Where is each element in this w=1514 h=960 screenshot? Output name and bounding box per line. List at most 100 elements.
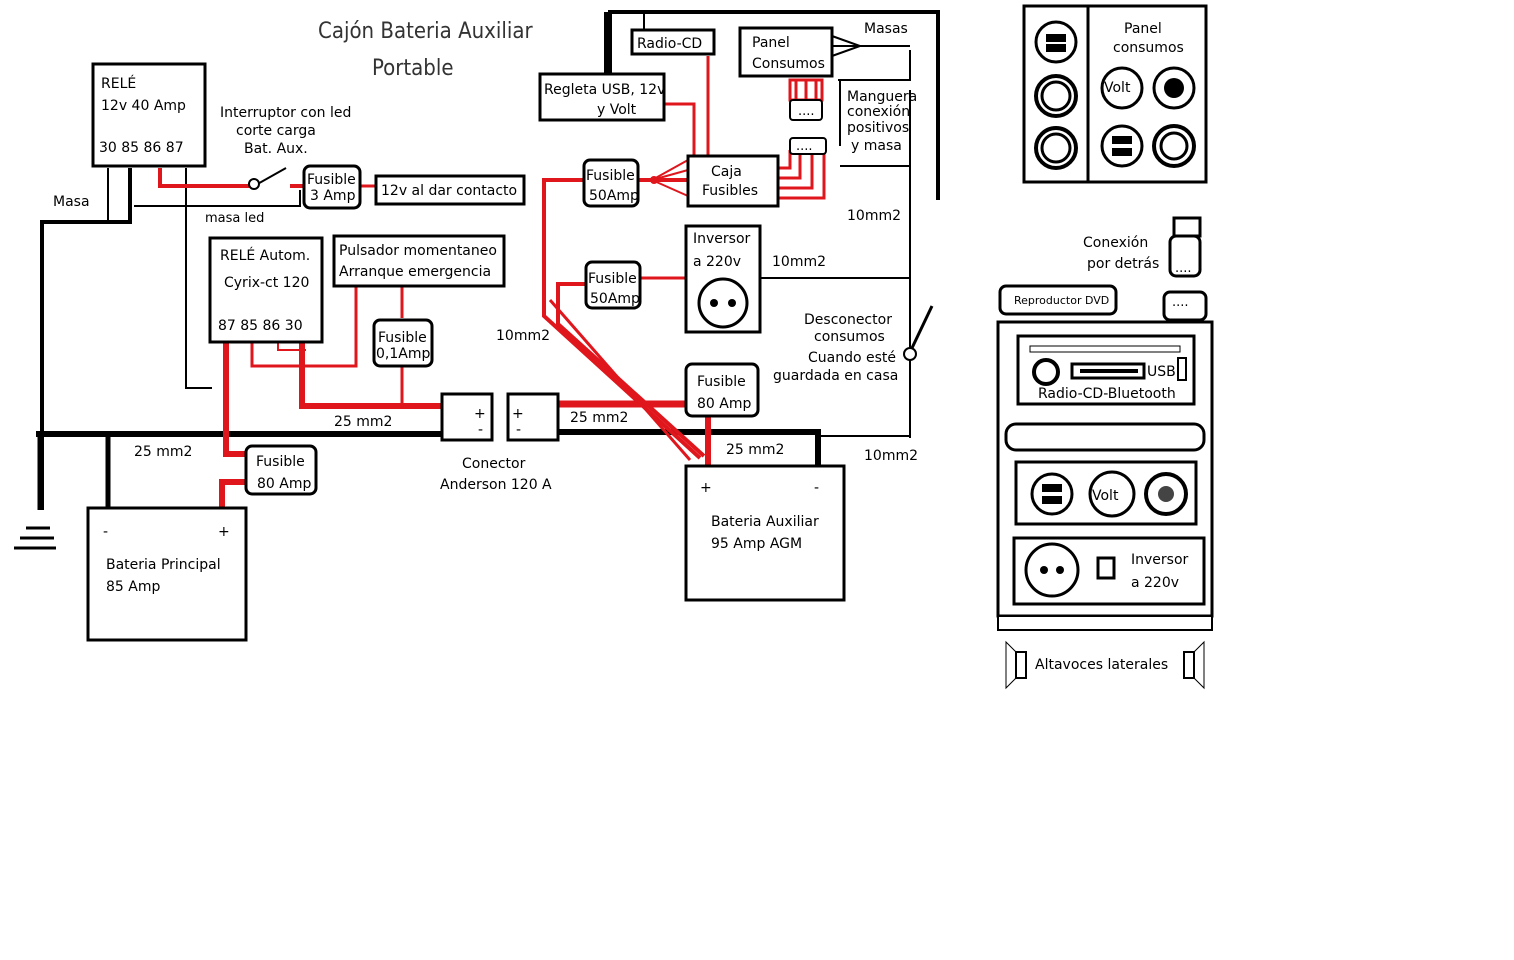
fusible-3a: Fusible 3 Amp	[302, 164, 362, 210]
wire-25mm2-label: 25 mm2	[334, 414, 392, 430]
cajon-frontal: USB Radio-CD-Bluetooth Volt Inversor a 2…	[996, 320, 1214, 631]
svg-text:Radio-CD: Radio-CD	[637, 36, 702, 52]
svg-text:Bateria Auxiliar: Bateria Auxiliar	[711, 514, 819, 530]
svg-text:....: ....	[798, 104, 815, 119]
diagram-title: Cajón Bateria Auxiliar	[318, 19, 533, 44]
manguera-label: Manguera conexión positivos y masa	[847, 89, 917, 154]
interruptor-led: Interruptor con led corte carga Bat. Aux…	[220, 105, 351, 190]
svg-text:corte carga: corte carga	[236, 123, 316, 139]
contacto-12v: 12v al dar contacto	[374, 174, 526, 206]
svg-text:-: -	[103, 524, 108, 540]
panel-consumos-box: Panel Consumos	[738, 26, 834, 78]
altavoces-laterales: Altavoces laterales	[1005, 640, 1205, 690]
svg-text:80 Amp: 80 Amp	[257, 476, 311, 492]
wire-10mm2-label: 10mm2	[496, 328, 550, 344]
svg-text:Fusibles: Fusibles	[702, 183, 758, 199]
fusible-80a-auxiliar: Fusible 80 Amp	[684, 362, 760, 418]
svg-text:0,1Amp: 0,1Amp	[376, 346, 430, 362]
svg-text:RELÉ Autom.: RELÉ Autom.	[220, 247, 310, 264]
wire-10mm2-label: 10mm2	[847, 208, 901, 224]
conector-trasero: .... Conexión por detrás ....	[1083, 216, 1208, 322]
fusible-50a-inversor: Fusible 50Amp	[584, 260, 642, 310]
pulsador-emergencia: Pulsador momentaneo Arranque emergencia	[332, 234, 506, 288]
svg-text:RELÉ: RELÉ	[101, 75, 136, 92]
desconector-consumos: Desconector consumos Cuando esté guardad…	[773, 312, 917, 384]
svg-text:Pulsador momentaneo: Pulsador momentaneo	[339, 243, 497, 259]
manguera-connector: .... ....	[789, 99, 827, 155]
svg-text:+: +	[218, 524, 230, 540]
svg-text:Anderson 120 A: Anderson 120 A	[440, 477, 552, 493]
svg-text:Arranque emergencia: Arranque emergencia	[339, 264, 491, 280]
regleta-usb: Regleta USB, 12v y Volt	[538, 72, 666, 122]
masas-label: Masas	[864, 21, 908, 37]
wire-25mm2-label: 25 mm2	[726, 442, 784, 458]
svg-text:consumos: consumos	[1113, 40, 1184, 56]
svg-text:Panel: Panel	[752, 35, 790, 51]
svg-text:Altavoces laterales: Altavoces laterales	[1035, 657, 1168, 673]
bateria-principal: - + Bateria Principal 85 Amp	[86, 506, 248, 642]
svg-text:Fusible: Fusible	[307, 172, 356, 188]
svg-text:12v 40 Amp: 12v 40 Amp	[101, 98, 186, 114]
panel-consumos-front: Panel consumos Volt	[1022, 4, 1208, 184]
conector-anderson: + - + - Conector Anderson 120 A	[440, 392, 560, 493]
svg-text:95 Amp AGM: 95 Amp AGM	[711, 536, 802, 552]
svg-text:y Volt: y Volt	[597, 102, 637, 118]
wire-10mm2-label: 10mm2	[772, 254, 826, 270]
svg-text:+: +	[474, 406, 486, 422]
svg-text:Radio-CD-Bluetooth: Radio-CD-Bluetooth	[1038, 386, 1176, 402]
fusible-50a-caja: Fusible 50Amp	[582, 158, 640, 208]
fusible-80a-principal: Fusible 80 Amp	[244, 444, 318, 496]
reproductor-dvd: Reproductor DVD	[998, 284, 1118, 316]
svg-text:Fusible: Fusible	[256, 454, 305, 470]
wire-25mm2-label: 25 mm2	[570, 410, 628, 426]
svg-text:....: ....	[1175, 261, 1192, 276]
svg-text:Desconector: Desconector	[804, 312, 892, 328]
svg-text:....: ....	[796, 139, 813, 154]
svg-text:Cuando esté: Cuando esté	[808, 350, 896, 366]
svg-text:Consumos: Consumos	[752, 56, 825, 72]
svg-text:USB: USB	[1147, 364, 1176, 380]
svg-text:12v al dar contacto: 12v al dar contacto	[381, 183, 517, 199]
svg-text:Fusible: Fusible	[378, 330, 427, 346]
svg-text:Cyrix-ct 120: Cyrix-ct 120	[224, 275, 309, 291]
svg-text:Bat. Aux.: Bat. Aux.	[244, 141, 308, 157]
svg-text:Caja: Caja	[711, 164, 742, 180]
svg-text:....: ....	[1172, 295, 1189, 310]
svg-text:+: +	[700, 480, 712, 496]
svg-text:a 220v: a 220v	[1131, 575, 1179, 591]
red-wires	[158, 56, 826, 508]
masa-label: Masa	[53, 194, 90, 210]
svg-text:Volt: Volt	[1092, 488, 1119, 504]
svg-text:Regleta USB, 12v: Regleta USB, 12v	[544, 82, 665, 98]
svg-text:a 220v: a 220v	[693, 254, 741, 270]
svg-text:-: -	[814, 480, 819, 496]
black-wires	[14, 10, 940, 550]
rele-12v-40a: RELÉ 12v 40 Amp 30 85 86 87	[91, 62, 207, 168]
wire-25mm2-label: 25 mm2	[134, 444, 192, 460]
radio-cd-box: Radio-CD	[630, 28, 716, 56]
svg-text:Bateria Principal: Bateria Principal	[106, 557, 221, 573]
svg-text:Inversor: Inversor	[693, 231, 751, 247]
svg-text:Conector: Conector	[462, 456, 526, 472]
svg-text:3 Amp: 3 Amp	[310, 188, 356, 204]
svg-text:-: -	[516, 422, 521, 438]
svg-text:80 Amp: 80 Amp	[697, 396, 751, 412]
svg-text:50Amp: 50Amp	[590, 291, 640, 307]
svg-text:Volt: Volt	[1104, 80, 1131, 96]
svg-text:Panel: Panel	[1124, 21, 1162, 37]
svg-text:Interruptor con led: Interruptor con led	[220, 105, 351, 121]
inversor-box: Inversor a 220v	[684, 224, 762, 334]
svg-text:50Amp: 50Amp	[589, 188, 639, 204]
svg-text:30 85 86 87: 30 85 86 87	[99, 140, 184, 156]
svg-text:Fusible: Fusible	[588, 271, 637, 287]
svg-text:consumos: consumos	[814, 329, 885, 345]
svg-text:87 85 86 30: 87 85 86 30	[218, 318, 303, 334]
diagram-subtitle: Portable	[372, 56, 454, 81]
svg-text:y masa: y masa	[851, 138, 902, 154]
svg-text:-: -	[478, 422, 483, 438]
svg-text:Fusible: Fusible	[697, 374, 746, 390]
svg-text:85 Amp: 85 Amp	[106, 579, 160, 595]
masa-led-label: masa led	[205, 211, 264, 226]
svg-text:conexión: conexión	[847, 104, 910, 120]
caja-fusibles: Caja Fusibles	[686, 154, 780, 208]
